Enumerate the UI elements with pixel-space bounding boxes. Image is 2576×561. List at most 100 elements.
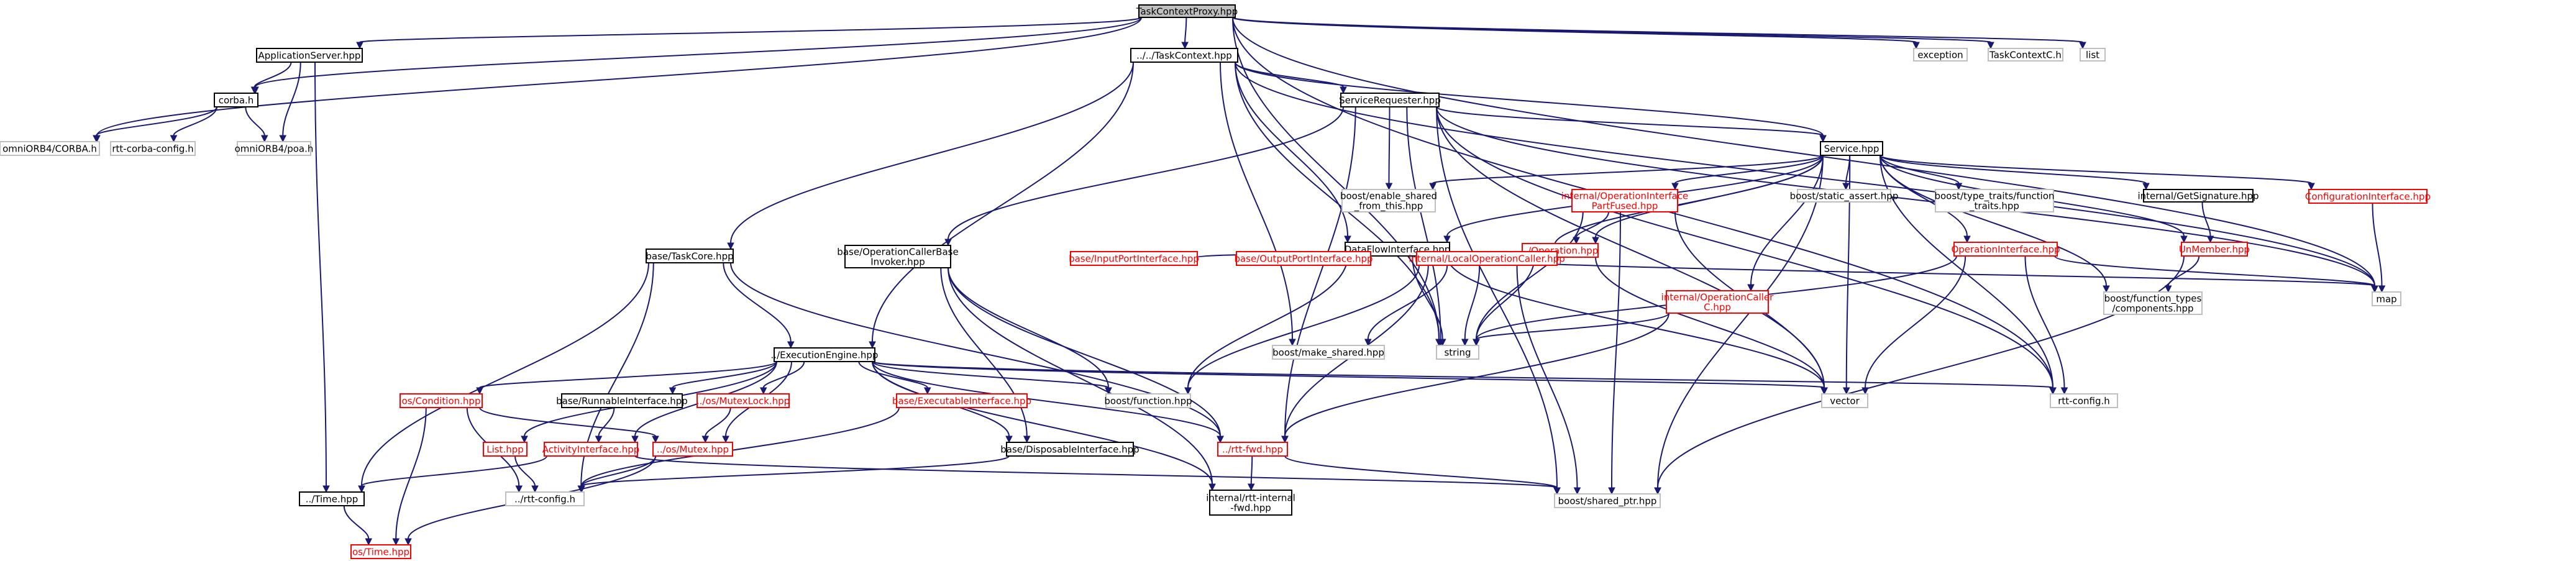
graph-node-taskcontext[interactable]: ../../TaskContext.hpp: [1130, 48, 1238, 63]
graph-node-osmutex[interactable]: ../os/Mutex.hpp: [652, 442, 733, 457]
node-box: [1217, 442, 1288, 457]
graph-node-activityif[interactable]: ActivityInterface.hpp: [542, 442, 640, 457]
edge-line: [1235, 62, 2375, 286]
edge-activityif-to-time: [358, 455, 547, 493]
node-box: [483, 442, 528, 457]
edge-execengine-to-vector: [872, 361, 1828, 395]
edge-execengine-to-rttfwd: [872, 361, 1224, 444]
node-box: [2372, 291, 2401, 306]
edge-rttfwd-to-boostsharedptr: [1284, 455, 1561, 495]
edge-line: [96, 17, 1142, 136]
graph-node-rttconfig2: ../rtt-config.h: [505, 491, 585, 506]
graph-node-execengine[interactable]: ../ExecutionEngine.hpp: [771, 347, 879, 362]
edge-line: [255, 17, 1142, 88]
graph-node-mutexlock[interactable]: ../os/MutexLock.hpp: [697, 393, 790, 408]
edge-localopcaller-to-boostmakeshared: [1364, 265, 1448, 347]
edge-line: [1232, 17, 1440, 340]
graph-node-opinterface[interactable]: OperationInterface.hpp: [1951, 242, 2060, 257]
edge-line: [1865, 255, 1966, 388]
edge-arrowhead: [1461, 339, 1469, 347]
graph-node-corba[interactable]: corba.h: [214, 93, 258, 107]
node-label: boost/function.hpp: [1104, 396, 1192, 407]
node-box: [1913, 48, 1968, 62]
graph-node-localopcaller[interactable]: internal/LocalOperationCaller.hpp: [1409, 251, 1565, 266]
graph-node-outputport[interactable]: base/OutputPortInterface.hpp: [1234, 251, 1373, 266]
edge-line: [1284, 106, 1356, 437]
edge-line: [581, 455, 657, 486]
graph-node-configinterface[interactable]: ConfigurationInterface.hpp: [2305, 189, 2431, 204]
edge-root-to-corba: [252, 17, 1142, 94]
graph-node-taskcore[interactable]: base/TaskCore.hpp: [646, 249, 734, 263]
graph-node-internalfwd[interactable]: internal/rtt-internal-fwd.hpp: [1206, 490, 1295, 516]
edge-line: [1388, 106, 1391, 184]
graph-node-servicereq[interactable]: ServiceRequester.hpp: [1339, 93, 1441, 107]
graph-node-inputport[interactable]: base/InputPortInterface.hpp: [1069, 251, 1199, 266]
node-label: internal/OperationCaller: [1661, 292, 1774, 303]
node-box: [1935, 189, 2054, 212]
graph-node-disposable[interactable]: base/DisposableInterface.hpp: [1000, 442, 1140, 457]
edge-opcallerbase-to-boostfunction: [948, 267, 1112, 395]
node-label: boost/static_assert.hpp: [1790, 191, 1899, 203]
edge-arrowhead: [2079, 42, 2086, 50]
edge-arrowhead: [652, 436, 659, 444]
node-label: C.hpp: [1704, 302, 1731, 313]
edge-execengine-to-oscondition: [476, 361, 777, 395]
edge-line: [948, 267, 1213, 485]
node-box: [652, 442, 733, 457]
graph-node-executable[interactable]: base/ExecutableInterface.hpp: [892, 393, 1031, 408]
edge-line: [1436, 106, 2053, 388]
graph-node-taskcontextC: TaskContextC.h: [1988, 48, 2063, 62]
edge-appserver-to-omnipoa: [279, 62, 301, 143]
graph-node-boostmakeshared: boost/make_shared.hpp: [1272, 345, 1385, 360]
edge-arrowhead: [2060, 387, 2068, 395]
edge-line: [858, 361, 928, 388]
edge-arrowhead: [1671, 183, 1679, 191]
graph-node-unmember[interactable]: UnMember.hpp: [2179, 242, 2250, 257]
graph-node-appserver[interactable]: ApplicationServer.hpp: [256, 48, 363, 63]
edge-service-to-internalopi: [1671, 155, 1824, 191]
node-label: ConfigurationInterface.hpp: [2305, 191, 2431, 203]
edge-arrowhead: [476, 387, 483, 395]
graph-node-getsignature[interactable]: internal/GetSignature.hpp: [2137, 189, 2259, 203]
graph-node-map: map: [2372, 291, 2401, 306]
edge-root-to-string: [1232, 17, 1443, 347]
edge-line: [598, 407, 615, 437]
graph-node-time[interactable]: ../Time.hpp: [299, 491, 365, 506]
graph-node-root[interactable]: TaskContextProxy.hpp: [1136, 4, 1238, 18]
edge-arrowhead: [404, 538, 412, 546]
edge-disposable-to-rttconfig2: [578, 455, 1010, 493]
node-box: [561, 393, 683, 408]
node-label: rtt-config.h: [2058, 396, 2110, 407]
edge-arrowhead: [356, 42, 363, 50]
graph-node-service[interactable]: Service.hpp: [1820, 141, 1883, 156]
node-box: [1820, 141, 1883, 156]
edge-line: [1432, 155, 1824, 184]
node-label: internal/rtt-internal: [1206, 493, 1295, 504]
graph-node-rttfwd[interactable]: ../rtt-fwd.hpp: [1217, 442, 1288, 457]
graph-node-ostime[interactable]: os/Time.hpp: [350, 544, 411, 559]
edge-line: [1232, 17, 2083, 43]
node-label: base/InputPortInterface.hpp: [1069, 253, 1199, 265]
edge-line: [253, 62, 292, 88]
edge-line: [1476, 211, 1584, 340]
edge-arrowhead: [1217, 436, 1224, 444]
node-label: base/OutputPortInterface.hpp: [1234, 253, 1372, 265]
node-label: ../../TaskContext.hpp: [1136, 50, 1232, 62]
edge-arrowhead: [2378, 285, 2386, 293]
edge-line: [282, 62, 301, 136]
graph-node-boostfntypes: boost/function_types/components.hpp: [2103, 291, 2203, 315]
edge-arrowhead: [1608, 487, 1615, 495]
edge-arrowhead: [1340, 86, 1347, 94]
graph-node-list2[interactable]: List.hpp: [483, 442, 528, 457]
node-label: internal/LocalOperationCaller.hpp: [1409, 253, 1564, 265]
node-label: corba.h: [219, 95, 254, 106]
graph-node-runnable[interactable]: base/RunnableInterface.hpp: [556, 393, 688, 408]
edge-execengine-to-internalfwd: [872, 361, 1216, 491]
graph-node-oscondition[interactable]: os/Condition.hpp: [400, 393, 483, 408]
node-label: ../Time.hpp: [306, 494, 359, 505]
edge-activityif-to-boostsharedptr: [634, 455, 1561, 495]
edge-line: [1674, 155, 1824, 184]
